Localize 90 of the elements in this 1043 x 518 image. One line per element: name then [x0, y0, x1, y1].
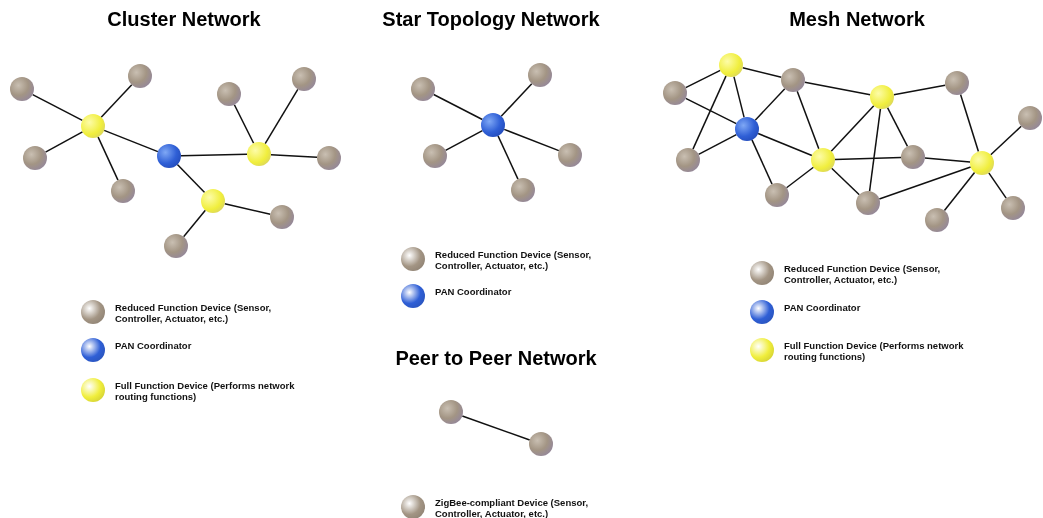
link-line: [924, 157, 971, 163]
router-node: [811, 148, 835, 172]
legend-text: Full Function Device (Performs network routing functions): [784, 340, 965, 362]
link-line: [830, 105, 875, 152]
link-line: [223, 202, 272, 216]
router-node: [201, 189, 225, 213]
link-line: [757, 132, 813, 157]
device-node: [217, 82, 241, 106]
router-node: [970, 151, 994, 175]
network-heading: Star Topology Network: [382, 8, 600, 31]
device-node: [856, 191, 880, 215]
legend-text: Reduced Function Device (Sensor, Controller, Actuator, etc.): [115, 302, 273, 324]
device-node: [781, 68, 805, 92]
link-line: [685, 97, 737, 125]
link-line: [233, 104, 255, 144]
link-line: [959, 93, 980, 153]
device-node: [511, 178, 535, 202]
link-line: [444, 129, 484, 152]
link-line: [990, 125, 1022, 156]
legend-text: PAN Coordinator: [115, 340, 193, 351]
router-node: [870, 85, 894, 109]
device-node: [411, 77, 435, 101]
legend-text: Reduced Function Device (Sensor, Controller, Actuator, etc.): [784, 263, 942, 285]
device-node: [111, 179, 135, 203]
device-node: [528, 63, 552, 87]
device-node: [292, 67, 316, 91]
link-line: [751, 139, 773, 185]
link-line: [497, 135, 519, 180]
network-heading: Mesh Network: [789, 8, 925, 31]
device-node: [164, 234, 188, 258]
device-node: [128, 64, 152, 88]
link-line: [100, 84, 133, 118]
link-line: [988, 172, 1007, 199]
coordinator-node: [735, 117, 759, 141]
link-line: [733, 75, 745, 119]
link-line: [741, 67, 783, 78]
link-line: [943, 171, 976, 212]
router-node: [247, 142, 271, 166]
network-heading: Cluster Network: [107, 8, 261, 31]
link-line: [785, 166, 815, 189]
link-line: [796, 90, 820, 150]
coordinator-node: [157, 144, 181, 168]
coordinator-node: [481, 113, 505, 137]
link-line: [180, 153, 248, 157]
link-line: [31, 93, 84, 122]
link-line: [697, 133, 738, 156]
device-node: [23, 146, 47, 170]
device-node: [558, 143, 582, 167]
device-node: [901, 145, 925, 169]
device-node: [676, 148, 700, 172]
device-node: [663, 81, 687, 105]
legend-text: PAN Coordinator: [784, 302, 862, 313]
link-line: [270, 153, 318, 159]
legend-text: PAN Coordinator: [435, 286, 513, 297]
link-line: [264, 88, 299, 145]
link-line: [692, 75, 727, 150]
link-line: [461, 415, 531, 441]
device-node: [270, 205, 294, 229]
device-node: [423, 144, 447, 168]
router-node: [81, 114, 105, 138]
link-line: [754, 88, 786, 121]
legend-text: Reduced Function Device (Sensor, Controller, Actuator, etc.): [435, 249, 593, 271]
link-line: [182, 209, 207, 238]
device-node: [1018, 106, 1042, 130]
link-line: [886, 106, 909, 148]
link-line: [834, 156, 902, 161]
link-line: [500, 83, 533, 117]
link-line: [878, 166, 972, 200]
link-line: [804, 81, 871, 96]
link-line: [893, 84, 946, 96]
link-line: [44, 131, 84, 153]
network-heading: Peer to Peer Network: [395, 347, 597, 370]
device-node: [439, 400, 463, 424]
router-node: [719, 53, 743, 77]
device-node: [925, 208, 949, 232]
device-node: [317, 146, 341, 170]
device-node: [765, 183, 789, 207]
link-line: [97, 136, 119, 181]
device-node: [529, 432, 553, 456]
link-line: [685, 69, 721, 89]
link-line: [432, 93, 484, 121]
device-node: [10, 77, 34, 101]
link-line: [103, 129, 159, 153]
link-line: [830, 167, 861, 196]
legend-text: Full Function Device (Performs network routing functions): [115, 380, 296, 402]
link-line: [503, 128, 560, 152]
link-line: [868, 108, 882, 192]
device-node: [945, 71, 969, 95]
device-node: [1001, 196, 1025, 220]
link-line: [176, 163, 206, 194]
